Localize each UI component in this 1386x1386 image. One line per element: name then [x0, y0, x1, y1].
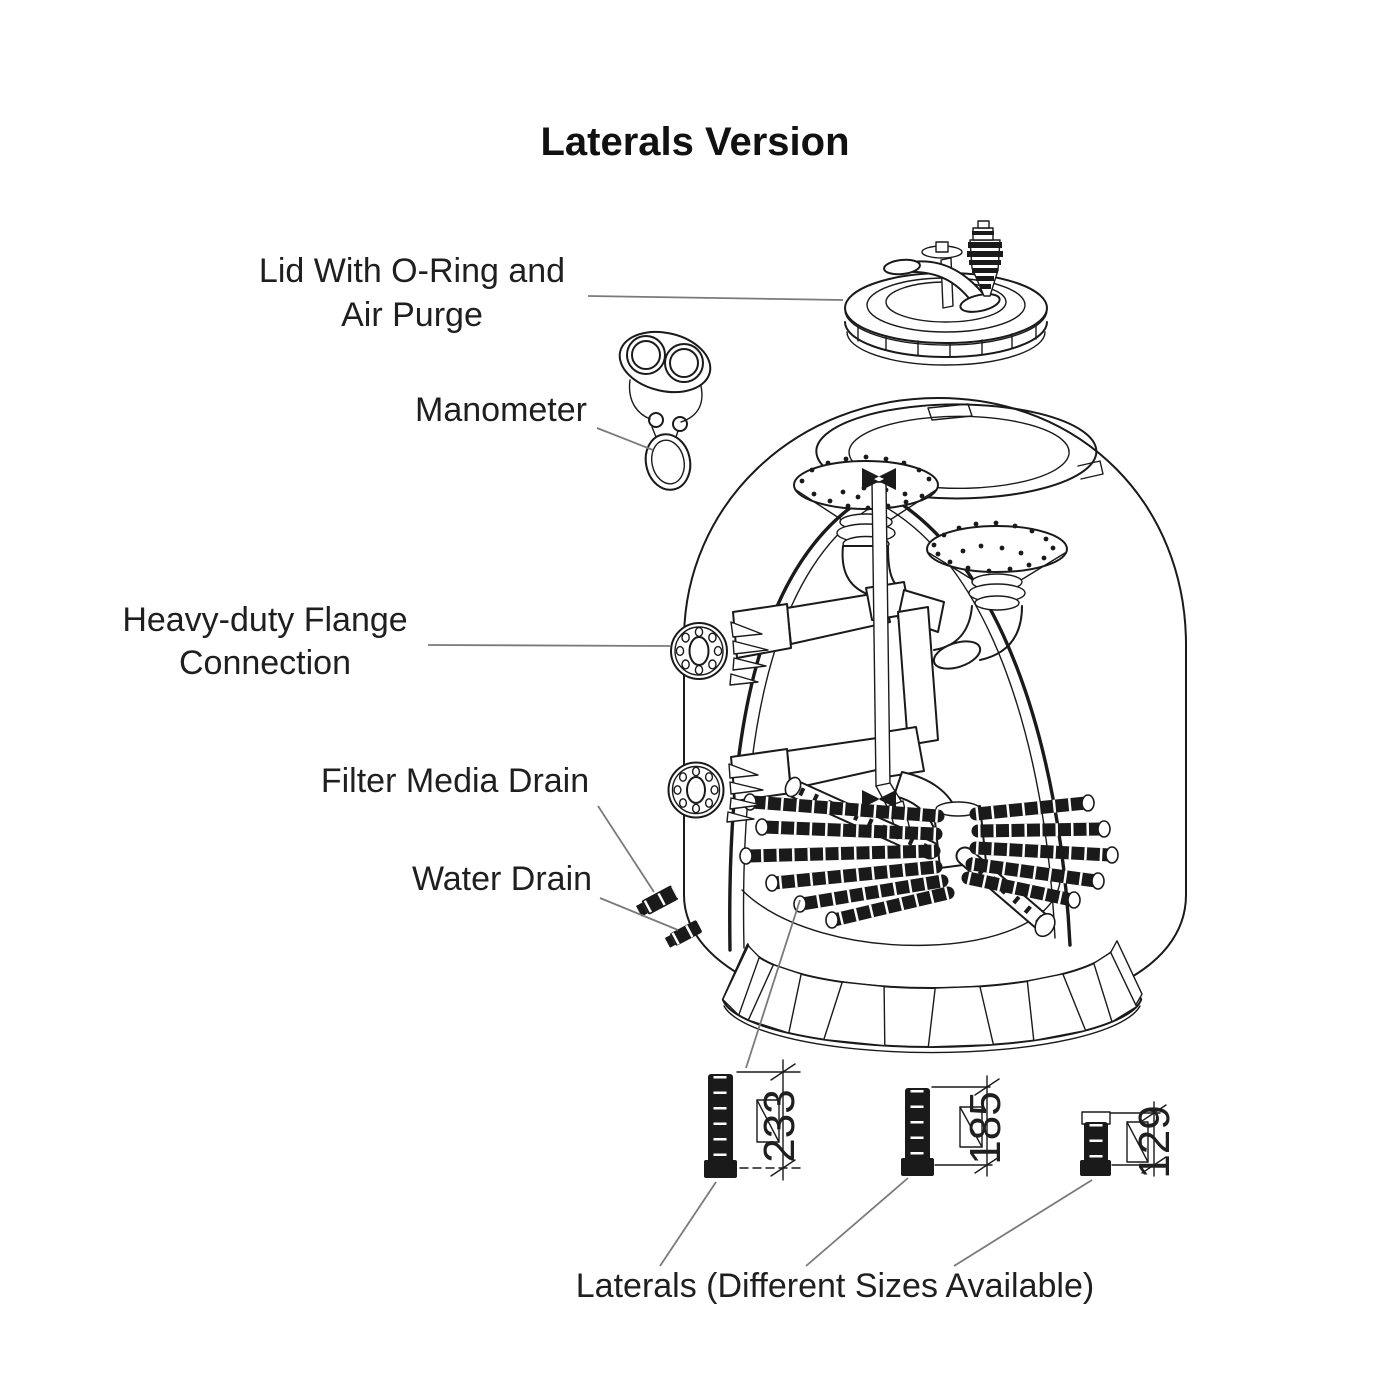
manometer-gauge	[618, 330, 712, 491]
flange-connection-upper	[670, 621, 769, 686]
flange-connection-lower	[667, 761, 764, 823]
leader-flange	[427, 644, 671, 647]
lateral-detail-medium: 185	[901, 1075, 1010, 1177]
leader-filter-media-drain	[597, 805, 655, 893]
air-purge-valve	[967, 220, 1003, 297]
callout-lid-line1: Lid With O-Ring and	[259, 252, 565, 290]
callout-flange: Heavy-duty Flange Connection	[122, 601, 407, 682]
callout-flange-line1: Heavy-duty Flange	[122, 601, 407, 639]
leader-manometer	[596, 427, 654, 451]
lateral-tubes-left	[739, 793, 955, 929]
page-title: Laterals Version	[540, 120, 849, 164]
leader-lateral-small	[953, 1179, 1093, 1267]
callout-filter-media-drain: Filter Media Drain	[321, 762, 589, 800]
caption-laterals: Laterals (Different Sizes Available)	[576, 1267, 1094, 1305]
leader-tank-to-lateral	[745, 899, 801, 1069]
laterals-assembly	[739, 776, 1119, 938]
diffuser-lower	[926, 520, 1068, 670]
leader-lateral-large	[659, 1181, 717, 1267]
callout-lid: Lid With O-Ring and Air Purge	[259, 252, 565, 334]
leader-water-drain	[599, 897, 679, 931]
callout-manometer: Manometer	[415, 391, 587, 429]
water-drain-fitting	[664, 920, 703, 948]
callout-lid-line2: Air Purge	[341, 296, 483, 334]
filter-media-drain-fitting	[635, 885, 679, 917]
lid-assembly	[844, 220, 1048, 366]
leader-lateral-medium	[805, 1177, 909, 1267]
leader-lines	[427, 295, 1093, 1267]
lateral-arm-upper-left	[784, 776, 940, 860]
dimension-large: 233	[755, 1089, 804, 1162]
lateral-detail-small: 129	[1080, 1101, 1179, 1179]
dimension-medium: 185	[961, 1091, 1010, 1164]
callout-flange-line2: Connection	[179, 644, 351, 682]
lateral-tubes-right	[961, 794, 1119, 909]
lateral-detail-large: 233	[704, 1059, 804, 1181]
leader-lid	[587, 295, 844, 301]
dimension-small: 129	[1130, 1105, 1179, 1178]
callout-water-drain: Water Drain	[412, 860, 592, 898]
base-stand	[721, 940, 1143, 1054]
